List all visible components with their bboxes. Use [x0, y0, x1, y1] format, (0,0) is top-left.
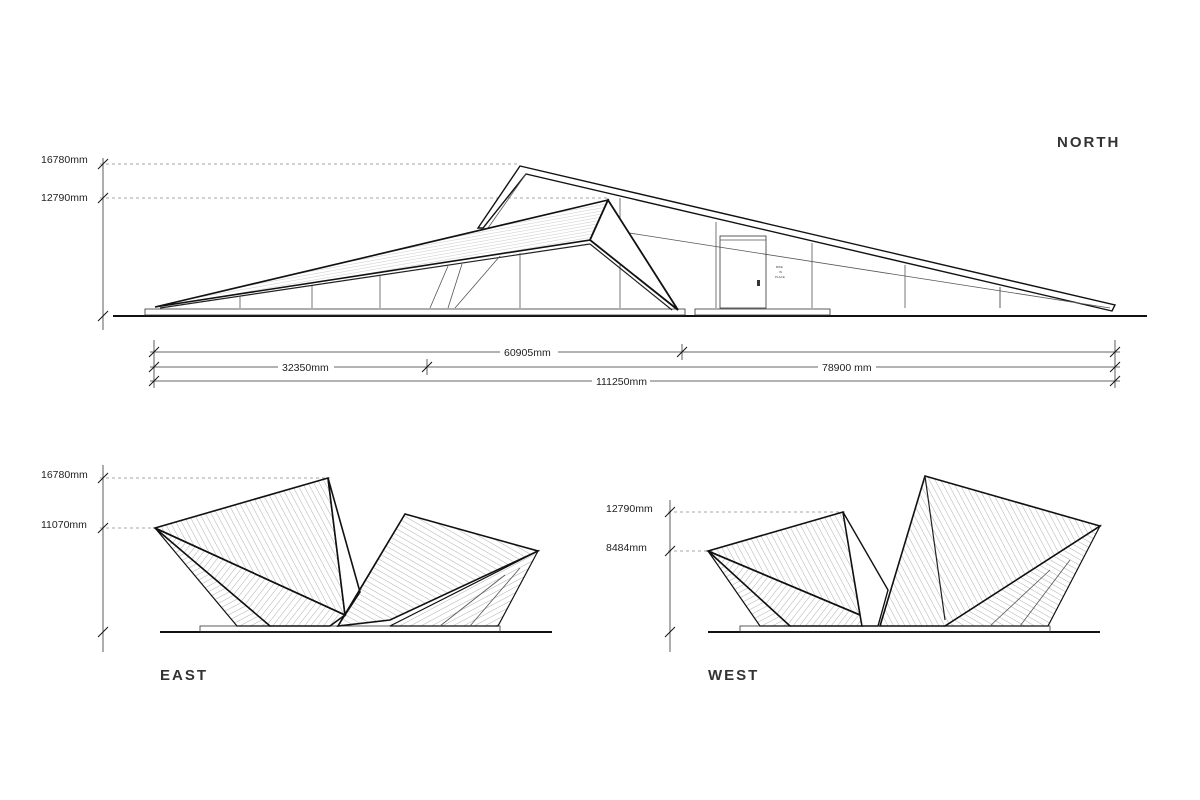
north-roof-inner-line — [609, 229, 1111, 309]
north-elevation: NORTH 16780mm 12790mm BIKE IN PLACE — [41, 134, 1147, 388]
north-level-16780: 16780mm — [41, 154, 88, 166]
west-wing-right-fold — [924, 475, 946, 621]
north-level-12790: 12790mm — [41, 192, 88, 204]
west-elevation: WEST 12790mm 8484mm — [606, 475, 1102, 684]
east-tick — [97, 522, 109, 534]
north-tick — [1109, 375, 1121, 387]
north-plinth — [694, 308, 831, 316]
east-mullion — [439, 574, 506, 627]
dim-111250: 111250mm — [596, 376, 647, 388]
east-wing-right-face — [337, 513, 406, 627]
north-door-sign: BIKE IN PLACE — [775, 265, 785, 279]
north-brace — [454, 255, 501, 309]
west-level-12790: 12790mm — [606, 503, 653, 515]
west-wing-left-edge — [842, 511, 889, 627]
label-mask — [818, 361, 876, 373]
north-tick — [676, 346, 688, 358]
north-roof-edge — [487, 173, 527, 229]
svg-text:PLACE: PLACE — [775, 275, 785, 279]
west-tick — [664, 626, 676, 638]
svg-text:BIKE: BIKE — [776, 265, 783, 269]
dim-60905: 60905mm — [504, 347, 551, 359]
svg-text:IN: IN — [779, 270, 782, 274]
north-roof-fold — [588, 198, 679, 311]
north-tick — [97, 310, 109, 322]
label-mask — [500, 346, 558, 358]
north-tick — [421, 361, 433, 373]
north-plinth — [144, 308, 686, 316]
north-title: NORTH — [1057, 134, 1120, 151]
north-tick — [97, 158, 109, 170]
north-tick — [1109, 361, 1121, 373]
east-wing-right-underside — [389, 549, 540, 627]
north-tick — [148, 346, 160, 358]
label-mask — [278, 361, 334, 373]
west-tick — [664, 506, 676, 518]
north-tick — [148, 375, 160, 387]
west-level-8484: 8484mm — [606, 542, 647, 554]
north-brace — [429, 265, 449, 309]
north-tick — [148, 361, 160, 373]
north-door — [719, 235, 767, 309]
north-roof-left-surface — [154, 198, 610, 308]
dim-78900: 78900 mm — [822, 362, 872, 374]
north-roof-soffit — [159, 243, 591, 309]
east-level-11070: 11070mm — [41, 519, 87, 531]
east-mullion — [469, 567, 521, 627]
label-mask — [592, 375, 650, 387]
north-roof-soffit — [589, 243, 673, 311]
west-wing-right-underside — [942, 524, 1102, 627]
north-tick — [1109, 346, 1121, 358]
dim-32350: 32350mm — [282, 362, 329, 374]
east-elevation: EAST 16780mm 11070mm — [41, 465, 552, 684]
west-wing-left-underside — [707, 550, 792, 627]
north-tick — [97, 192, 109, 204]
north-brace — [447, 263, 463, 309]
east-tick — [97, 626, 109, 638]
east-level-16780: 16780mm — [41, 469, 88, 481]
north-door-handle — [757, 280, 760, 286]
east-plinth — [199, 625, 501, 633]
west-mullion — [989, 569, 1051, 627]
east-wing-left-lower — [154, 527, 347, 627]
east-tick — [97, 472, 109, 484]
west-tick — [664, 545, 676, 557]
west-mullion — [1019, 559, 1071, 627]
east-title: EAST — [160, 667, 208, 684]
west-title: WEST — [708, 667, 759, 684]
